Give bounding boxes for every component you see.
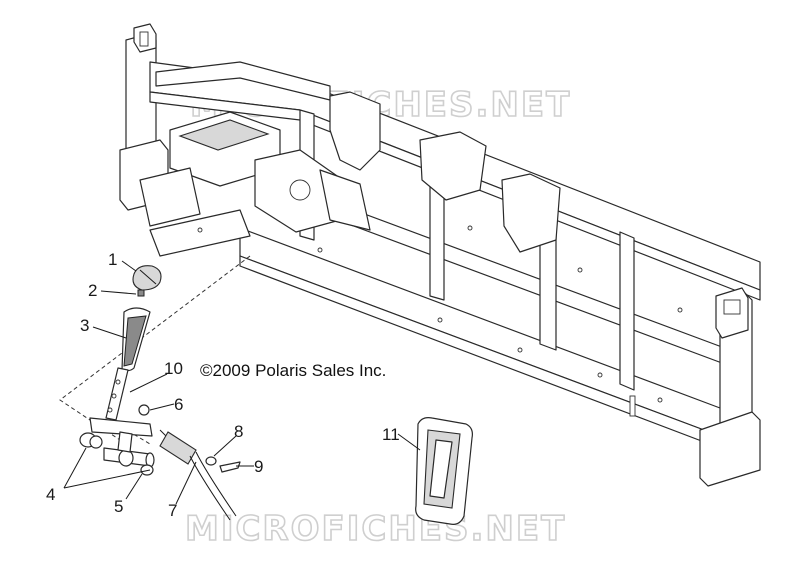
washer bbox=[140, 464, 154, 476]
callout-4: 4 bbox=[46, 485, 55, 504]
knob-insert bbox=[137, 289, 145, 297]
trim-bezel bbox=[415, 417, 473, 525]
callout-leaders bbox=[63, 260, 421, 505]
callout-1: 1 bbox=[108, 250, 117, 269]
callout-7: 7 bbox=[168, 501, 177, 520]
callout-6: 6 bbox=[174, 395, 183, 414]
cable-washer bbox=[205, 456, 217, 466]
callout-5: 5 bbox=[114, 497, 123, 516]
bushing-b bbox=[89, 435, 103, 449]
alignment-line-upper bbox=[59, 255, 251, 441]
callout-3: 3 bbox=[80, 316, 89, 335]
callout-8: 8 bbox=[234, 422, 243, 441]
watermark-bottom: MICROFICHES.NET bbox=[185, 509, 566, 549]
shift-cable bbox=[159, 429, 237, 521]
shift-boot bbox=[121, 307, 151, 372]
copyright-text: ©2009 Polaris Sales Inc. bbox=[200, 361, 386, 380]
callout-10: 10 bbox=[164, 359, 183, 378]
nut bbox=[138, 404, 150, 416]
callout-9: 9 bbox=[254, 457, 263, 476]
shift-lever bbox=[89, 367, 155, 468]
shift-knob bbox=[132, 265, 162, 291]
callout-labels: 1 2 3 4 5 6 7 8 9 10 11 bbox=[46, 250, 400, 520]
callout-2: 2 bbox=[88, 281, 97, 300]
cable-clip bbox=[219, 461, 241, 473]
callout-11: 11 bbox=[382, 425, 400, 444]
frame-assembly bbox=[119, 23, 761, 487]
